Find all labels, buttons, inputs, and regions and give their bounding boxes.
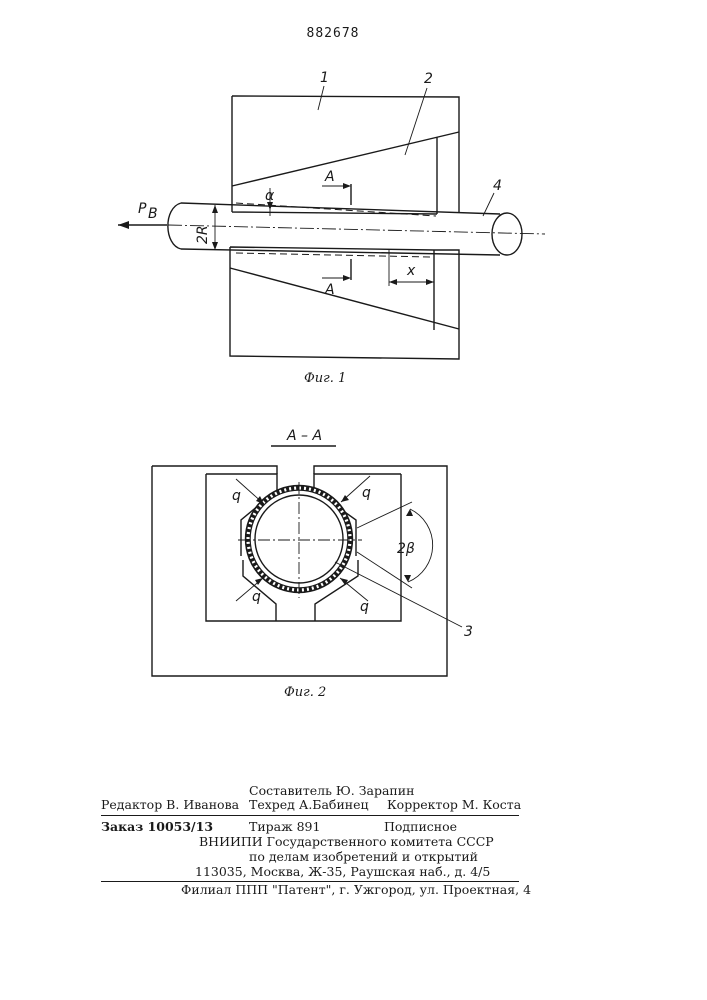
- circulation: Тираж 891: [249, 821, 320, 834]
- leader-part-2: [405, 88, 427, 155]
- angle-2beta-label: 2β: [397, 541, 415, 557]
- load-label-lower-left: q: [252, 589, 261, 605]
- lower-wedge: [230, 250, 459, 330]
- editor-credit: Редактор В. Иванова: [101, 799, 239, 812]
- section-label-top: A: [324, 169, 335, 185]
- patent-number: 882678: [307, 26, 360, 41]
- upper-dashed-line: [236, 203, 436, 216]
- proofreader-credit: Корректор М. Коста: [387, 799, 521, 812]
- section-label-bottom: A: [324, 282, 335, 298]
- subscription: Подписное: [384, 821, 457, 834]
- load-label-upper-right: q: [362, 485, 371, 501]
- section-mark-bottom: [322, 259, 351, 281]
- part-label-4: 4: [493, 178, 502, 194]
- part-label-3: 3: [464, 624, 473, 640]
- figure-2: A – A: [152, 428, 473, 700]
- load-label-upper-left: q: [232, 488, 241, 504]
- imprint-divider: [101, 815, 519, 816]
- part-label-1: 1: [320, 70, 329, 86]
- rod-axis: [168, 225, 545, 234]
- postal-address: 113035, Москва, Ж-35, Раушская наб., д. …: [195, 866, 490, 879]
- compiler-credit: Составитель Ю. Зарапин: [249, 785, 414, 798]
- figure-1: P B 2R α A A: [118, 70, 545, 386]
- force-arrow: [118, 221, 167, 229]
- leader-part-1: [318, 86, 324, 110]
- branch-address: Филиал ППП "Патент", г. Ужгород, ул. Про…: [181, 884, 531, 897]
- figure-2-caption: Фиг. 2: [284, 685, 326, 700]
- institute-name: ВНИИПИ Государственного комитета СССР: [199, 836, 494, 849]
- section-title: A – A: [286, 428, 322, 444]
- section-mark-top: [322, 183, 351, 205]
- load-arrow-lower-right: [340, 578, 368, 601]
- force-label: P: [138, 201, 147, 217]
- order-number: Заказ 10053/13: [101, 821, 213, 834]
- force-subscript: B: [148, 206, 158, 222]
- load-label-lower-right: q: [360, 599, 369, 615]
- angle-2beta-mark: [357, 502, 433, 588]
- leader-part-4: [483, 193, 494, 216]
- committee-name: по делам изобретений и открытий: [249, 851, 478, 864]
- diameter-label: 2R: [195, 225, 211, 244]
- angle-alpha-label: α: [265, 188, 275, 204]
- leader-part-3: [335, 562, 462, 627]
- figure-1-caption: Фиг. 1: [304, 371, 346, 386]
- offset-label: x: [406, 263, 416, 279]
- diameter-dimension: [212, 205, 218, 250]
- tech-editor-credit: Техред А.Бабинец: [249, 799, 369, 812]
- part-label-2: 2: [424, 71, 433, 87]
- lower-die-block: [230, 247, 459, 359]
